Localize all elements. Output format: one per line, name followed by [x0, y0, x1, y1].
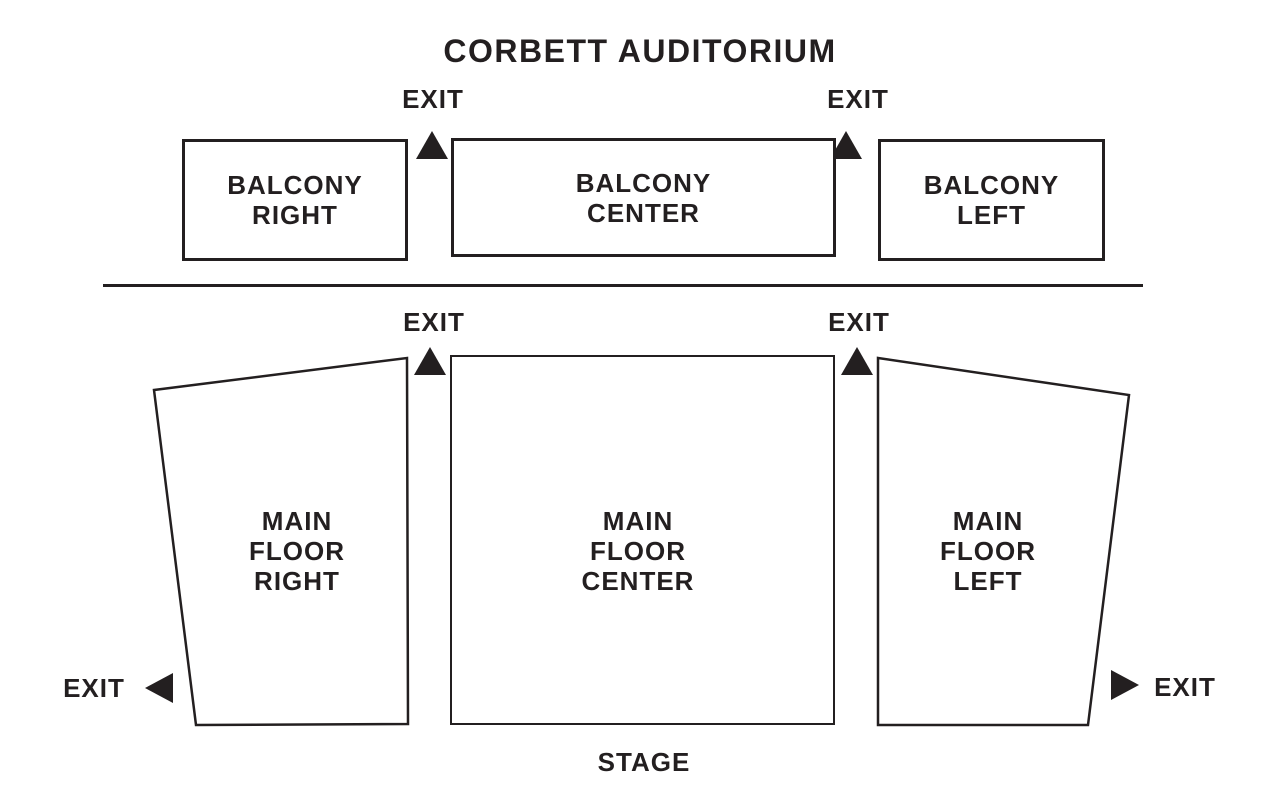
exit-label-main-floor-upper-right: EXIT	[828, 307, 890, 337]
section-main-floor-left-outline	[876, 356, 1131, 727]
exit-arrow-left-icon	[145, 673, 173, 703]
exit-label-house-side-right: EXIT	[1154, 672, 1216, 702]
page-title: CORBETT AUDITORIUM	[443, 33, 837, 69]
exit-arrow-up-icon	[414, 347, 446, 375]
section-label: BALCONY LEFT	[923, 170, 1060, 230]
section-label-main-floor-right: MAIN FLOOR RIGHT	[249, 506, 345, 596]
exit-label-balcony-upper-left: EXIT	[402, 84, 464, 114]
exit-label-balcony-upper-right: EXIT	[827, 84, 889, 114]
section-balcony-center: BALCONY CENTER	[451, 138, 836, 257]
section-label: BALCONY RIGHT	[227, 170, 363, 230]
section-balcony-right: BALCONY RIGHT	[182, 139, 408, 261]
stage-label: STAGE	[597, 747, 691, 777]
section-label: BALCONY CENTER	[575, 167, 712, 228]
section-main-floor-right-shape	[152, 356, 410, 727]
section-main-floor-center	[450, 355, 835, 725]
level-divider-line	[103, 284, 1143, 287]
exit-arrow-up-icon	[841, 347, 873, 375]
section-label-main-floor-left: MAIN FLOOR LEFT	[940, 506, 1036, 596]
exit-arrow-up-icon	[416, 131, 448, 159]
section-main-floor-right-outline	[152, 356, 410, 727]
exit-label-main-floor-upper-left: EXIT	[403, 307, 465, 337]
exit-arrow-right-icon	[1111, 670, 1139, 700]
exit-label-house-side-left: EXIT	[63, 673, 125, 703]
section-balcony-left: BALCONY LEFT	[878, 139, 1105, 261]
section-label-main-floor-center: MAIN FLOOR CENTER	[581, 506, 695, 596]
section-main-floor-left-shape	[876, 356, 1131, 727]
